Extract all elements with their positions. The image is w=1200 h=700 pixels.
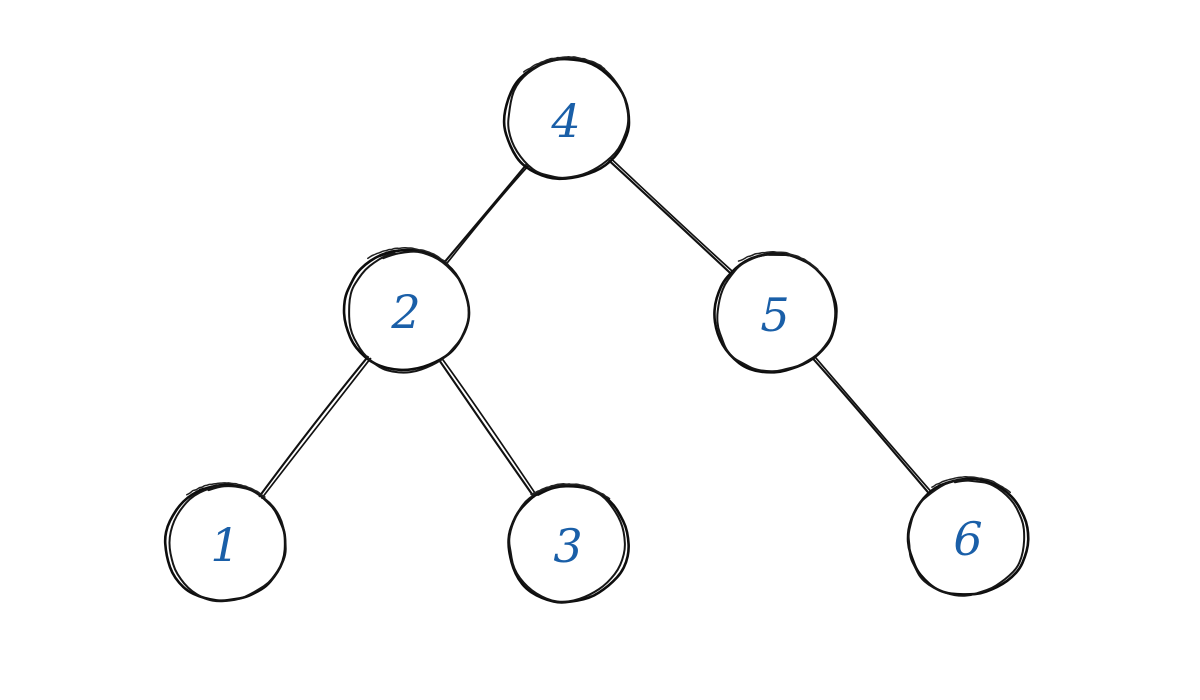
tree-edge-2-3 <box>432 347 544 506</box>
edge-stroke-primary <box>432 351 541 506</box>
tree-node-3[interactable]: 3 <box>507 482 630 604</box>
edge-stroke-secondary <box>433 347 544 506</box>
node-outline-pass-3 <box>931 476 1012 494</box>
edge-stroke-secondary <box>254 348 379 508</box>
node-label: 5 <box>760 288 789 342</box>
tree-node-2[interactable]: 2 <box>342 246 471 374</box>
edge-stroke-secondary <box>601 149 742 280</box>
tree-edge-4-2 <box>436 156 538 275</box>
tree-node-5[interactable]: 5 <box>713 250 838 374</box>
node-outline-pass-2 <box>348 250 470 374</box>
node-label: 6 <box>953 512 982 566</box>
tree-edge-4-5 <box>601 149 742 281</box>
node-fill <box>716 254 834 372</box>
node-outline-pass-3 <box>186 482 266 498</box>
node-outline-pass-3 <box>367 246 449 266</box>
node-outline-pass-2 <box>507 56 630 179</box>
tree-node-1[interactable]: 1 <box>163 482 287 603</box>
node-outline-pass-2 <box>168 484 287 603</box>
node-outline-pass-3 <box>522 56 606 73</box>
node-label: 2 <box>390 285 420 339</box>
node-fill <box>506 59 626 179</box>
edges-layer <box>253 149 940 508</box>
edge-stroke-secondary <box>806 346 940 502</box>
node-label: 1 <box>210 518 239 572</box>
node-label: 3 <box>553 519 582 573</box>
node-outline-pass-2 <box>508 483 626 603</box>
tree-edge-5-6 <box>805 346 940 502</box>
edge-stroke-secondary <box>437 156 538 275</box>
node-outline-pass-3 <box>530 482 611 500</box>
node-fill <box>346 250 466 370</box>
node-fill <box>510 486 626 602</box>
tree-node-6[interactable]: 6 <box>906 476 1030 597</box>
nodes-layer: 4 2 5 1 3 6 <box>163 56 1030 604</box>
edge-stroke-primary <box>436 156 534 272</box>
edge-stroke-primary <box>253 348 375 505</box>
node-fill <box>167 485 283 601</box>
node-outline-pass-2 <box>716 253 837 373</box>
node-label: 4 <box>550 94 580 148</box>
node-fill <box>910 479 1026 595</box>
tree-edge-2-1 <box>253 348 379 508</box>
node-outline-pass-2 <box>907 478 1026 597</box>
edge-stroke-primary <box>601 153 739 281</box>
tree-node-4[interactable]: 4 <box>502 56 631 181</box>
node-outline-pass-3 <box>737 250 819 271</box>
edge-stroke-primary <box>805 350 937 502</box>
